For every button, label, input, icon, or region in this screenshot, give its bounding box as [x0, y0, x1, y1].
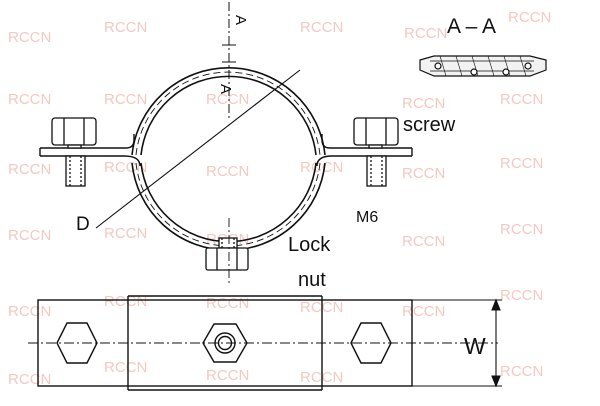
center-nut-bore	[214, 332, 236, 354]
section-line-a-a	[222, 2, 236, 120]
lock-nut-label-line1: Lock	[288, 234, 331, 256]
watermark: RCCN	[206, 295, 249, 312]
width-label: W	[464, 333, 486, 359]
right-flange	[316, 134, 413, 167]
watermark: RCCN	[402, 233, 445, 250]
right-screw-shank	[366, 155, 387, 187]
right-hex-head	[350, 322, 392, 364]
width-arrow-up-icon	[491, 298, 501, 311]
watermark: RCCN	[500, 287, 543, 304]
watermark: RCCN	[104, 159, 147, 176]
watermark: RCCN	[500, 221, 543, 238]
watermark: RCCN	[402, 165, 445, 182]
section-view-title: A – A	[447, 15, 496, 38]
watermark: RCCN	[8, 161, 51, 178]
watermark: RCCN	[104, 225, 147, 242]
watermark: RCCN	[104, 359, 147, 376]
watermark: RCCN	[8, 371, 51, 388]
upper-ring-outer	[131, 67, 326, 156]
center-nut-thread	[217, 335, 233, 351]
upper-ring-centerline	[135, 71, 321, 156]
watermark: RCCN	[300, 159, 343, 176]
section-mark-top: A	[232, 15, 249, 25]
left-screw-neck	[67, 144, 82, 149]
width-dimension	[412, 298, 502, 388]
section-hatching	[439, 55, 527, 77]
lock-nut-label-line2: nut	[298, 269, 326, 291]
watermark: RCCN	[8, 91, 51, 108]
section-bead	[502, 68, 510, 76]
watermark: RCCN	[300, 19, 343, 36]
watermark: RCCN	[206, 91, 249, 108]
watermark: RCCN	[508, 9, 551, 26]
section-mark-bottom: A	[217, 84, 234, 94]
watermark: RCCN	[8, 227, 51, 244]
screw-label: screw	[403, 114, 456, 136]
right-screw	[353, 117, 399, 187]
right-screw-neck	[368, 144, 383, 149]
right-flange-upper	[321, 134, 412, 149]
center-hex-nut	[202, 323, 248, 363]
right-screw-head	[353, 117, 399, 146]
watermark: RCCN	[104, 19, 147, 36]
section-bead	[470, 68, 478, 76]
watermark: RCCN	[104, 293, 147, 310]
section-profile-layer	[430, 60, 534, 72]
diameter-label: D	[76, 214, 90, 235]
plan-view	[28, 295, 498, 391]
watermark: RCCN	[500, 363, 543, 380]
watermark: RCCN	[8, 29, 51, 46]
left-screw-shank	[65, 155, 86, 187]
left-screw-head	[51, 117, 97, 146]
lock-nut	[205, 237, 249, 271]
thread-size-label: M6	[356, 209, 378, 226]
upper-ring-inner	[140, 75, 317, 156]
watermark-layer: RCCN RCCN RCCN RCCN RCCN RCCN RCCN RCCN …	[8, 9, 551, 388]
watermark: RCCN	[402, 303, 445, 320]
watermark: RCCN	[500, 155, 543, 172]
left-screw	[51, 117, 97, 187]
left-flange-upper	[40, 134, 135, 149]
section-view-profile	[419, 55, 547, 77]
section-bead	[524, 62, 532, 70]
watermark: RCCN	[104, 91, 147, 108]
watermark: RCCN	[404, 25, 447, 42]
diameter-leader-line	[95, 69, 301, 229]
left-flange	[39, 134, 141, 167]
left-hex-head	[56, 322, 98, 364]
watermark: RCCN	[206, 163, 249, 180]
left-flange-lower	[40, 155, 141, 167]
watermark: RCCN	[206, 367, 249, 384]
watermark: RCCN	[402, 95, 445, 112]
lock-nut-body	[205, 247, 249, 271]
section-bead	[434, 62, 442, 70]
right-flange-lower	[316, 155, 412, 167]
width-arrow-down-icon	[491, 375, 501, 388]
watermark: RCCN	[8, 303, 51, 320]
watermark: RCCN	[500, 91, 543, 108]
